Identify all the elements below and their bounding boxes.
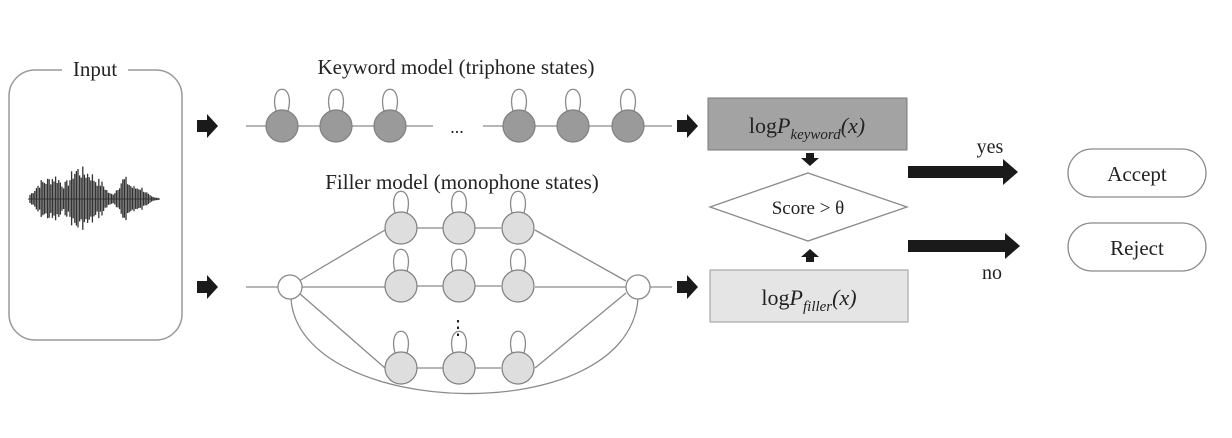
filler-state bbox=[501, 190, 535, 245]
keyword-state bbox=[373, 88, 407, 143]
keyword-model-title: Keyword model (triphone states) bbox=[317, 55, 594, 79]
keyword-score-box: logPkeyword(x) bbox=[707, 97, 908, 151]
reject-outcome: Reject bbox=[1067, 222, 1207, 272]
keyword-state bbox=[319, 88, 353, 143]
keyword-score-sub: keyword bbox=[790, 127, 841, 143]
filler-to-decision-arrow-icon bbox=[801, 249, 819, 262]
keyword-score-prefix: log bbox=[749, 113, 777, 138]
input-label: Input bbox=[73, 57, 117, 81]
yes-arrow-icon bbox=[908, 159, 1018, 185]
filler-model-title: Filler model (monophone states) bbox=[325, 170, 599, 194]
filler-state bbox=[442, 248, 476, 303]
filler-score-var: P bbox=[789, 285, 803, 310]
decision-diamond: Score > θ bbox=[708, 172, 910, 242]
filler-state bbox=[384, 248, 418, 303]
svg-text:logPfiller(x): logPfiller(x) bbox=[761, 285, 856, 315]
filler-state bbox=[501, 330, 535, 385]
keyword-state bbox=[265, 88, 299, 143]
yes-label: yes bbox=[977, 136, 1004, 158]
filler-score-box: logPfiller(x) bbox=[709, 269, 909, 323]
filler-entry-arrow-icon bbox=[197, 275, 218, 299]
filler-score-prefix: log bbox=[761, 285, 789, 310]
keyword-score-arg: (x) bbox=[841, 113, 865, 138]
keyword-state bbox=[611, 88, 645, 143]
filler-state bbox=[384, 330, 418, 385]
filler-exit-node bbox=[625, 274, 651, 300]
keyword-to-decision-arrow-icon bbox=[801, 153, 819, 166]
keyword-state bbox=[556, 88, 590, 143]
keyword-score-arrow-icon bbox=[677, 114, 698, 138]
filler-state bbox=[442, 190, 476, 245]
filler-score-arg: (x) bbox=[832, 285, 856, 310]
filler-state bbox=[501, 248, 535, 303]
keyword-state bbox=[502, 88, 536, 143]
no-arrow-icon bbox=[908, 233, 1020, 259]
filler-state bbox=[442, 330, 476, 385]
input-panel: Input bbox=[8, 56, 183, 341]
keyword-ellipsis: ... bbox=[450, 117, 464, 137]
filler-score-arrow-icon bbox=[677, 275, 698, 299]
accept-outcome: Accept bbox=[1067, 148, 1207, 198]
filler-entry-node bbox=[277, 274, 303, 300]
filler-state bbox=[384, 190, 418, 245]
svg-text:logPkeyword(x): logPkeyword(x) bbox=[749, 113, 865, 143]
keyword-score-var: P bbox=[776, 113, 790, 138]
reject-label: Reject bbox=[1110, 236, 1164, 260]
keyword-model-chain: ... bbox=[246, 88, 672, 143]
keyword-entry-arrow-icon bbox=[197, 114, 218, 138]
filler-model-network: ⋮ bbox=[246, 190, 672, 395]
no-label: no bbox=[982, 262, 1002, 284]
accept-label: Accept bbox=[1107, 162, 1167, 186]
decision-label: Score > θ bbox=[772, 198, 845, 219]
waveform-icon bbox=[28, 166, 160, 230]
filler-score-sub: filler bbox=[803, 299, 832, 315]
